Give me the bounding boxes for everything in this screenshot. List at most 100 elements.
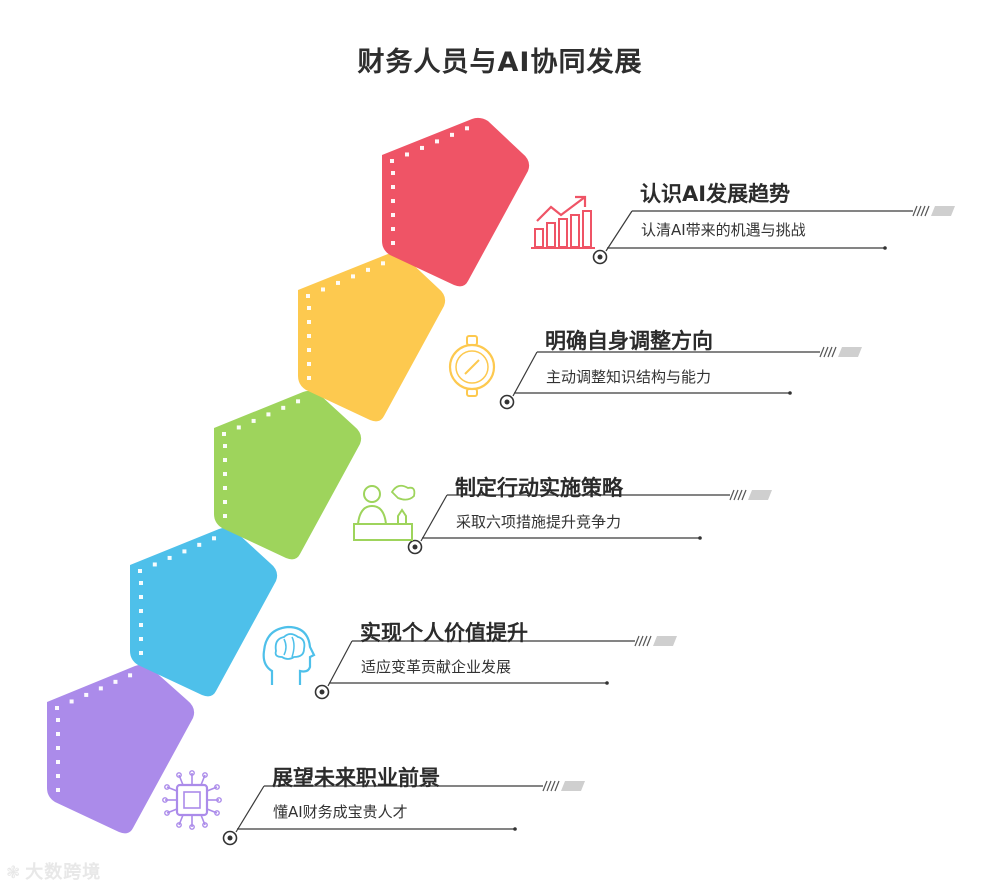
hatch-4-3 [646,635,652,647]
step-desc-2: 主动调整知识结构与能力 [546,368,712,386]
chip-body [175,783,209,817]
step-dot-side-4-1 [139,595,143,599]
growth-chart-icon [531,195,595,249]
pin-dot-2 [504,399,510,405]
step-dot-top-4-2 [167,555,172,560]
desc-rule-end-1 [883,246,887,250]
chip-node-8 [164,784,170,790]
chip-node-11 [214,784,220,790]
desc-rule-end-4 [605,681,609,685]
hatch-2-0 [819,346,825,358]
chip-node-12 [214,810,220,816]
growth-bar-1 [534,228,544,248]
watermark: ❃大数跨境 [6,858,101,884]
step-dot-top-1-4 [450,132,454,137]
chip-core [183,791,201,809]
hatch-1-0 [912,205,918,217]
head-outline [262,625,316,685]
strategist-head [363,485,381,503]
step-dot-side-3-3 [223,486,227,490]
step-dot-top-1-0 [390,159,394,163]
compass-crown [466,335,478,346]
chip-node-10 [216,797,222,803]
step-dot-top-2-0 [306,294,310,298]
step-dot-top-3-2 [251,418,256,423]
chip-node-9 [164,810,170,816]
hatch-2-3 [831,346,837,358]
step-dot-top-2-4 [366,267,370,272]
strategist-table [353,523,413,541]
hatch-bar-3 [748,490,772,500]
pin-dot-5 [227,835,233,841]
step-dot-top-3-3 [266,412,271,417]
logo-icon: ❃ [6,863,22,883]
step-dot-top-1-1 [405,152,409,157]
hatch-4-1 [638,635,644,647]
step-dot-top-1-2 [420,145,424,150]
step-title-3: 制定行动实施策略 [455,476,623,500]
step-block-4 [130,527,278,697]
step-dot-side-1-0 [391,171,395,175]
step-dot-side-3-4 [223,500,227,504]
chip-node-6 [202,822,208,828]
step-dot-side-2-1 [307,320,311,324]
step-dot-side-5-2 [56,746,60,750]
step-dot-side-1-3 [391,213,395,217]
step-dot-side-2-5 [307,376,311,380]
step-dot-top-5-2 [84,692,89,697]
step-dot-top-4-0 [138,569,142,573]
pin-dot-4 [319,689,325,695]
step-dot-side-1-2 [391,199,395,203]
step-dot-side-5-3 [56,760,60,764]
chip-node-7 [162,797,168,803]
step-desc-1: 认清AI带来的机遇与挑战 [641,221,806,239]
pin-dot-3 [412,544,418,550]
hatch-3-0 [729,489,735,501]
step-dot-side-1-4 [391,227,395,231]
step-dot-top-5-3 [98,686,103,691]
step-block-2 [298,252,446,422]
step-dot-top-5-4 [113,679,118,684]
hatch-4-0 [634,635,640,647]
step-dot-top-3-5 [296,399,301,404]
step-dot-side-1-1 [391,185,395,189]
growth-bar-5 [582,210,592,248]
step-dot-top-3-4 [281,405,286,410]
step-desc-4: 适应变革贡献企业发展 [361,658,512,676]
hatch-3-3 [741,489,747,501]
step-dot-side-3-1 [223,458,227,462]
connector-2 [512,351,538,397]
step-dot-top-4-4 [197,542,202,547]
chip-node-1 [189,770,195,776]
desc-rule-end-5 [513,827,517,831]
step-dot-top-2-2 [336,280,340,285]
hatch-5-0 [542,780,548,792]
step-dot-side-5-5 [56,788,60,792]
step-dot-side-2-4 [307,362,311,366]
step-dot-side-3-5 [223,514,227,518]
step-title-1: 认识AI发展趋势 [640,182,791,206]
step-dot-side-2-2 [307,334,311,338]
step-block-5 [47,664,195,834]
step-dot-side-4-0 [139,581,143,585]
hatch-bar-1 [931,206,955,216]
brain-folds [283,636,295,658]
step-dot-top-5-1 [69,699,74,704]
compass-inner [455,350,489,384]
hatch-5-1 [546,780,552,792]
page-title: 财务人员与AI协同发展 [357,47,643,78]
step-dot-top-2-5 [381,261,385,266]
step-dot-top-4-1 [152,562,157,567]
chip-node-2 [176,772,182,778]
chip-node-3 [202,772,208,778]
step-dot-top-2-3 [351,274,355,279]
step-title-2: 明确自身调整方向 [545,329,713,353]
hatch-bar-5 [561,781,585,791]
step-dot-side-1-5 [391,241,395,245]
hatch-3-2 [737,489,743,501]
step-dot-side-2-3 [307,348,311,352]
connector-1 [605,210,633,252]
step-dot-top-4-3 [182,549,187,554]
